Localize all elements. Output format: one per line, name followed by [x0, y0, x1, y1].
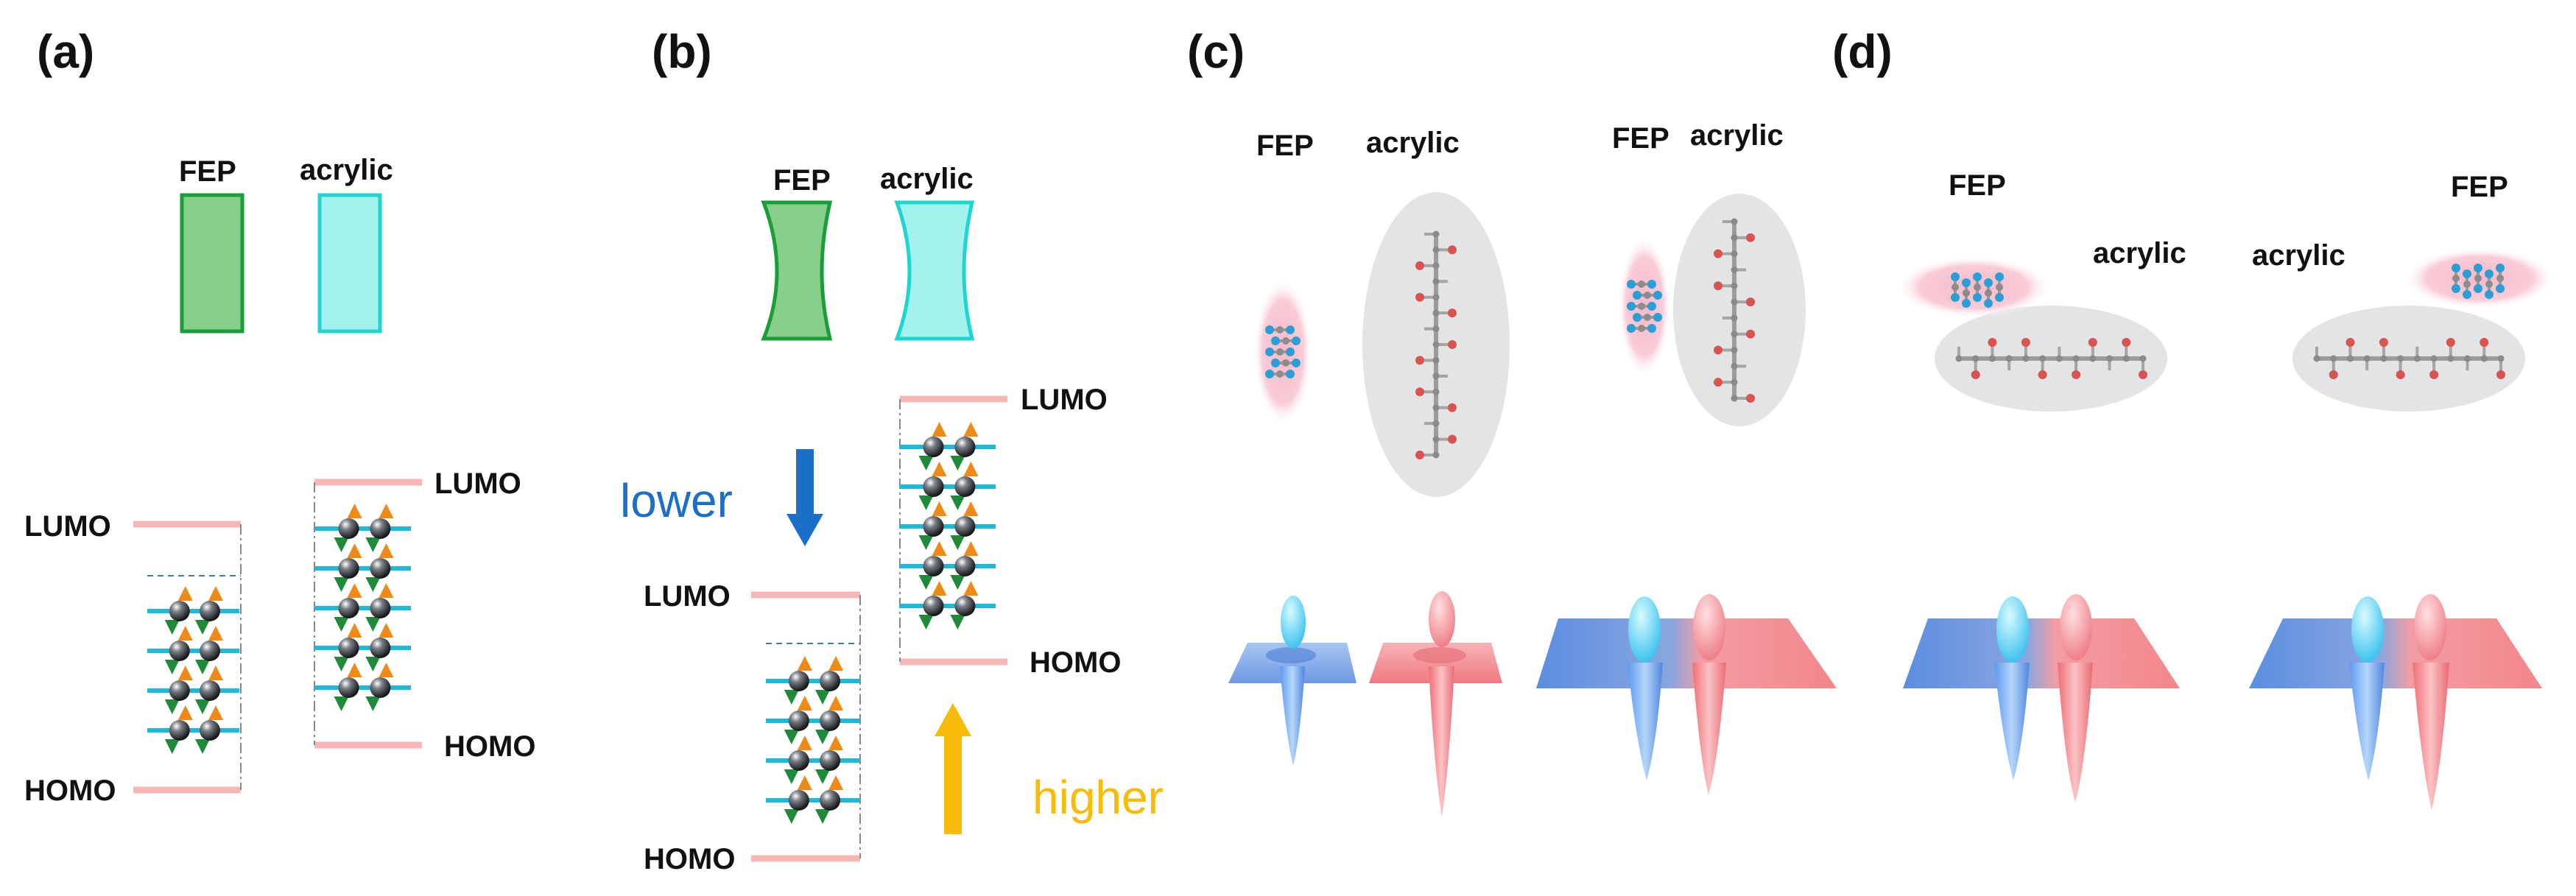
- electron-pair-icon: [784, 736, 812, 784]
- material-label-fep: FEP: [1256, 130, 1314, 162]
- panel-c: (c) FEP acrylic FEP acrylic: [1187, 25, 1837, 817]
- acrylic-molecule: [1415, 230, 1457, 459]
- electron-pair-icon: [815, 775, 844, 824]
- panel-b: (b) FEP acrylic lower higher LUMO HOMO L…: [620, 25, 1164, 875]
- contact-potential-surface: [1536, 594, 1837, 795]
- panel-label-a: (a): [37, 25, 94, 78]
- fep-molecule: [1951, 272, 2004, 308]
- electron-pair-icon: [784, 696, 812, 744]
- lower-label: lower: [620, 474, 733, 527]
- electron-pair-icon: [195, 666, 223, 714]
- electron-pair-icon: [334, 504, 362, 552]
- fep-curved-block: [761, 200, 833, 341]
- electron-pair-icon: [164, 666, 193, 714]
- acrylic-block: [317, 193, 382, 334]
- electron-pair-icon: [918, 422, 947, 470]
- homo-label: HOMO: [24, 775, 116, 807]
- electron-pair-icon: [164, 626, 193, 674]
- electron-pair-icon: [334, 543, 362, 592]
- contact-potential-surface: [1903, 594, 2180, 802]
- electron-pair-icon: [365, 663, 394, 711]
- material-label-fep: FEP: [2451, 171, 2508, 203]
- electron-pair-icon: [365, 543, 394, 592]
- acrylic-potential-well: [1369, 591, 1502, 817]
- material-label-fep: FEP: [1949, 169, 2006, 202]
- electron-orbital-stack: [315, 504, 411, 711]
- acrylic-molecule-halo: [1673, 194, 1806, 426]
- lumo-label: LUMO: [1021, 384, 1108, 416]
- electron-pair-icon: [365, 623, 394, 671]
- material-label-acrylic: acrylic: [300, 154, 393, 186]
- material-label-fep: FEP: [773, 164, 831, 197]
- lumo-label: LUMO: [644, 580, 731, 613]
- electron-pair-icon: [334, 583, 362, 632]
- electron-pair-icon: [334, 663, 362, 711]
- electron-pair-icon: [365, 504, 394, 552]
- fep-potential-well: [1228, 596, 1356, 766]
- fep-molecule: [1627, 280, 1662, 333]
- electron-pair-icon: [195, 705, 223, 754]
- electron-pair-icon: [950, 462, 979, 510]
- electron-pair-icon: [950, 581, 979, 629]
- panel-label-d: (d): [1832, 25, 1893, 78]
- fep-molecule: [2452, 264, 2505, 299]
- higher-label: higher: [1032, 771, 1164, 824]
- material-label-fep: FEP: [179, 155, 236, 188]
- electron-pair-icon: [918, 462, 947, 510]
- electron-pair-icon: [918, 541, 947, 590]
- acrylic-curved-block: [894, 200, 975, 341]
- material-label-acrylic: acrylic: [2252, 239, 2346, 272]
- material-label-acrylic: acrylic: [880, 163, 974, 195]
- fep-molecule: [1265, 325, 1301, 378]
- electron-orbital-stack: [900, 422, 996, 629]
- contact-potential-surface: [2249, 594, 2542, 810]
- material-label-acrylic: acrylic: [2093, 237, 2186, 269]
- material-label-fep: FEP: [1612, 122, 1669, 155]
- fep-block: [180, 193, 244, 334]
- electron-orbital-stack: [147, 586, 239, 754]
- electron-pair-icon: [815, 656, 844, 705]
- acrylic-molecule: [1714, 217, 1755, 403]
- electron-pair-icon: [815, 736, 844, 784]
- higher-arrow-icon: [935, 703, 971, 834]
- electron-pair-icon: [334, 623, 362, 671]
- electron-pair-icon: [164, 586, 193, 635]
- lower-arrow-icon: [786, 449, 823, 546]
- lumo-label: LUMO: [24, 510, 111, 543]
- electron-pair-icon: [784, 775, 812, 824]
- acrylic-molecule: [2312, 338, 2505, 379]
- electron-orbital-stack: [766, 656, 860, 824]
- homo-label: HOMO: [644, 843, 735, 875]
- material-label-acrylic: acrylic: [1366, 127, 1460, 159]
- lumo-label: LUMO: [434, 468, 521, 500]
- electron-pair-icon: [784, 656, 812, 705]
- electron-pair-icon: [950, 541, 979, 590]
- panel-a: (a) FEP acrylic LUMO HOMO LUMO HOMO: [24, 25, 535, 807]
- electron-pair-icon: [365, 583, 394, 632]
- electron-pair-icon: [918, 581, 947, 629]
- homo-label: HOMO: [1030, 646, 1121, 679]
- electron-pair-icon: [195, 586, 223, 635]
- panel-label-b: (b): [652, 25, 712, 78]
- panel-d: (d) FEP acrylic acrylic FEP: [1832, 25, 2555, 810]
- electron-pair-icon: [950, 501, 979, 550]
- electron-pair-icon: [918, 501, 947, 550]
- electron-pair-icon: [950, 422, 979, 470]
- electron-pair-icon: [164, 705, 193, 754]
- panel-label-c: (c): [1187, 25, 1245, 78]
- homo-label: HOMO: [444, 730, 535, 763]
- acrylic-molecule: [1954, 338, 2147, 379]
- electron-pair-icon: [195, 626, 223, 674]
- material-label-acrylic: acrylic: [1690, 119, 1784, 152]
- electron-pair-icon: [815, 696, 844, 744]
